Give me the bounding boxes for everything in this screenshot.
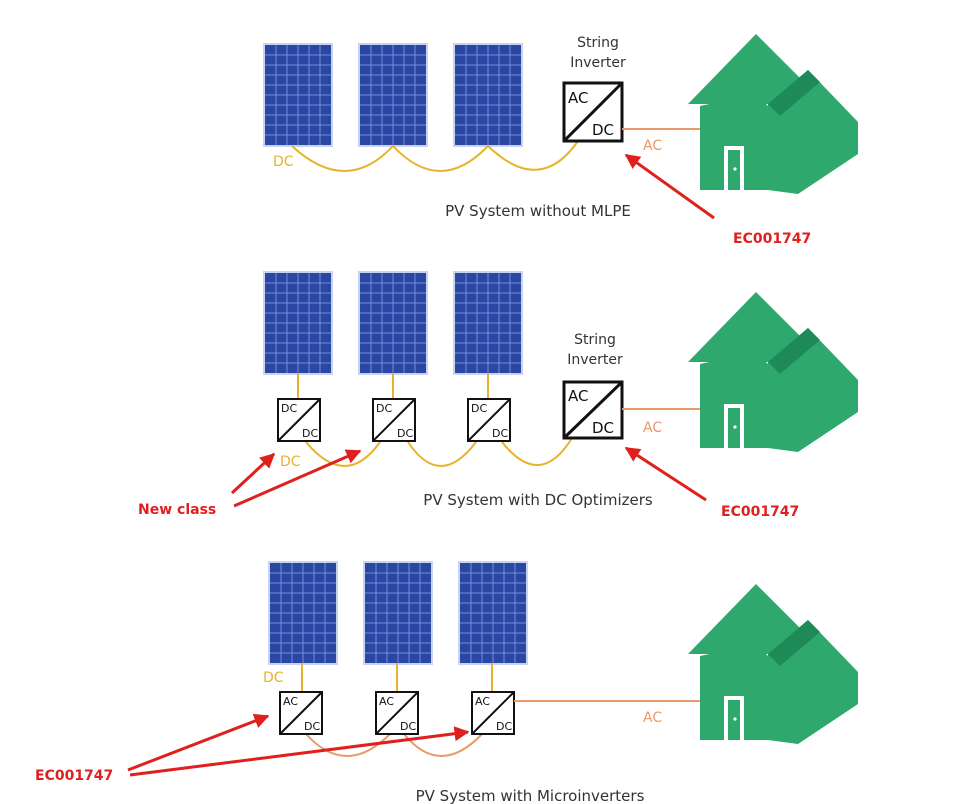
inverter-title: Inverter bbox=[570, 55, 626, 71]
dc-label: DC bbox=[273, 154, 294, 170]
microinverter-group: AC DC AC DC AC DC bbox=[279, 691, 515, 735]
dc-wire bbox=[305, 437, 573, 467]
ac-label: AC bbox=[643, 710, 662, 726]
solar-panel bbox=[453, 271, 523, 375]
svg-text:AC: AC bbox=[379, 695, 394, 708]
annotation-arrow bbox=[129, 726, 470, 777]
svg-text:DC: DC bbox=[376, 402, 392, 415]
solar-panel bbox=[358, 43, 428, 147]
inverter-title: String bbox=[574, 332, 616, 348]
svg-text:AC: AC bbox=[283, 695, 298, 708]
annotation-arrow bbox=[230, 452, 276, 495]
solar-panel bbox=[458, 561, 528, 665]
svg-text:DC: DC bbox=[496, 720, 512, 733]
svg-text:DC: DC bbox=[304, 720, 320, 733]
dc-optimizer: DC DC bbox=[277, 398, 321, 442]
svg-text:DC: DC bbox=[471, 402, 487, 415]
section-caption: PV System without MLPE bbox=[445, 202, 631, 220]
ac-label: AC bbox=[643, 138, 662, 154]
section-with-microinverters: DC AC DC AC DC AC DC AC PV System with Microi… bbox=[35, 561, 858, 804]
solar-panel bbox=[358, 271, 428, 375]
dc-optimizer: DC DC bbox=[372, 398, 416, 442]
optimizer-group: DC DC DC DC DC DC bbox=[277, 398, 511, 442]
microinverter: AC DC bbox=[279, 691, 323, 735]
svg-text:AC: AC bbox=[475, 695, 490, 708]
microinverter: AC DC bbox=[375, 691, 419, 735]
ac-label: AC bbox=[643, 420, 662, 436]
solar-panel-group bbox=[263, 43, 523, 147]
annotation-arrow bbox=[233, 449, 362, 508]
house-icon bbox=[688, 292, 858, 452]
section-caption: PV System with Microinverters bbox=[416, 787, 645, 804]
dc-label: DC bbox=[263, 670, 284, 686]
svg-text:DC: DC bbox=[281, 402, 297, 415]
svg-text:DC: DC bbox=[492, 427, 508, 440]
annotation-arrow bbox=[127, 713, 270, 772]
house-icon bbox=[688, 34, 858, 194]
dc-wire bbox=[291, 140, 579, 172]
solar-panel bbox=[263, 271, 333, 375]
svg-text:AC: AC bbox=[568, 387, 588, 405]
solar-panel bbox=[268, 561, 338, 665]
annotation-arrow bbox=[624, 446, 707, 502]
string-inverter: AC DC bbox=[562, 81, 624, 143]
annotation-label: EC001747 bbox=[721, 504, 799, 520]
inverter-title: Inverter bbox=[567, 352, 623, 368]
svg-text:DC: DC bbox=[592, 419, 614, 437]
svg-text:AC: AC bbox=[568, 89, 588, 107]
inverter-title: String bbox=[577, 35, 619, 51]
microinverter: AC DC bbox=[471, 691, 515, 735]
solar-panel bbox=[363, 561, 433, 665]
annotation-label: New class bbox=[138, 502, 216, 518]
annotation-label: EC001747 bbox=[35, 768, 113, 784]
dc-optimizer: DC DC bbox=[467, 398, 511, 442]
solar-panel bbox=[453, 43, 523, 147]
annotation-label: EC001747 bbox=[733, 231, 811, 247]
svg-text:DC: DC bbox=[397, 427, 413, 440]
solar-panel-group bbox=[268, 561, 528, 665]
ac-wire bbox=[305, 733, 483, 757]
house-icon bbox=[688, 584, 858, 744]
section-without-mlpe: DC String Inverter AC DC AC PV System wi… bbox=[263, 34, 858, 247]
svg-text:DC: DC bbox=[400, 720, 416, 733]
section-caption: PV System with DC Optimizers bbox=[423, 491, 653, 509]
solar-panel bbox=[263, 43, 333, 147]
svg-text:DC: DC bbox=[302, 427, 318, 440]
solar-panel-group bbox=[263, 271, 523, 375]
dc-label: DC bbox=[280, 454, 301, 470]
string-inverter: AC DC bbox=[562, 380, 624, 440]
annotation-arrow bbox=[624, 153, 715, 220]
svg-text:DC: DC bbox=[592, 121, 614, 139]
